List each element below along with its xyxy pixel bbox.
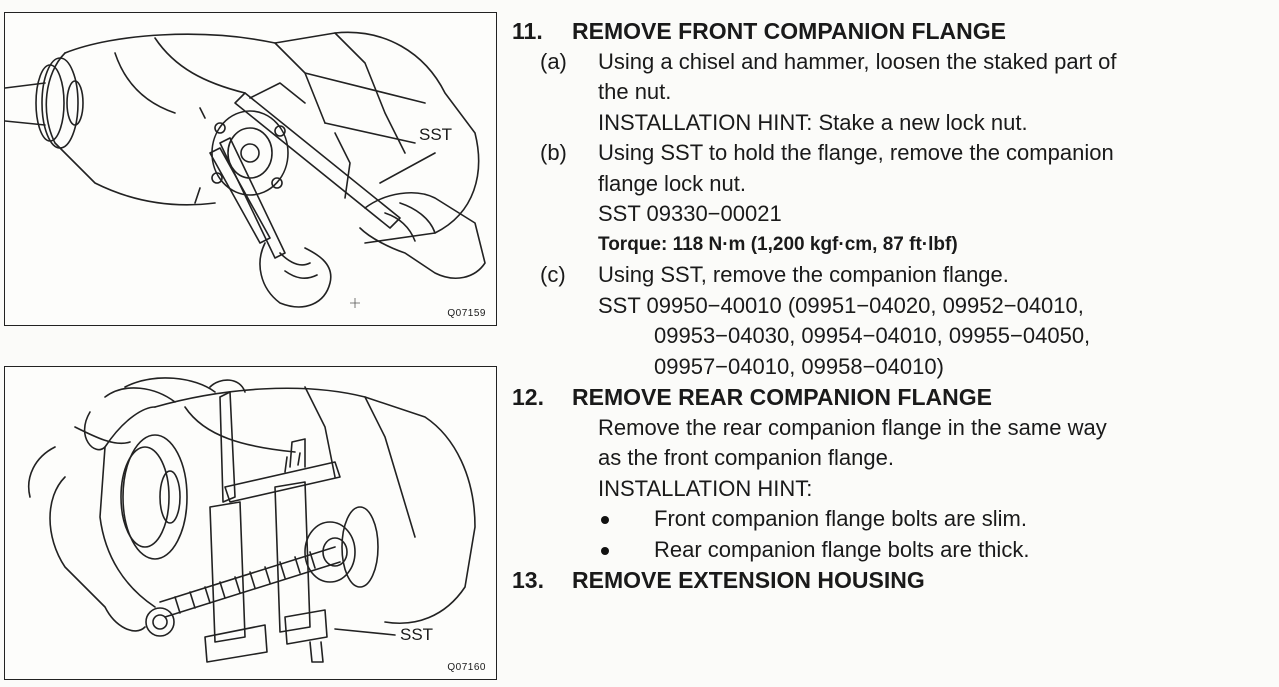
- procedure-text: 11.REMOVE FRONT COMPANION FLANGE (a) Usi…: [510, 16, 1275, 596]
- sst-number-continued: 09957−04010, 09958−04010): [654, 353, 944, 379]
- step-heading: 12.REMOVE REAR COMPANION FLANGE: [512, 384, 992, 410]
- substep-text-line: flange lock nut.: [598, 170, 746, 196]
- step-heading: 13.REMOVE EXTENSION HOUSING: [512, 567, 925, 593]
- step-body-line: Remove the rear companion flange in the …: [598, 414, 1107, 440]
- substep-a: (a) Using a chisel and hammer, loosen th…: [540, 48, 1117, 74]
- bullet-item: Front companion flange bolts are slim.: [510, 504, 1275, 535]
- step-body-line: as the front companion flange.: [598, 445, 894, 470]
- substep-c: (c) Using SST, remove the companion flan…: [540, 262, 1009, 287]
- bullet-icon: [601, 546, 609, 555]
- figure-id-label: Q07159: [447, 308, 486, 319]
- bullet-item: Rear companion flange bolts are thick.: [510, 535, 1275, 566]
- sst-number: SST 09330−00021: [598, 201, 782, 226]
- sst-number: SST 09950−40010 (09951−04020, 09952−0401…: [598, 292, 1084, 318]
- bullet-icon: [601, 516, 609, 524]
- substep-text-line: the nut.: [598, 79, 672, 104]
- illustration-rear-flange: [28, 377, 476, 663]
- sst-callout-label: SST: [419, 125, 453, 144]
- illustration-front-flange: [5, 31, 486, 308]
- substep-b: (b) Using SST to hold the flange, remove…: [540, 140, 1114, 165]
- figure-rear-flange: SST Q07160: [4, 366, 497, 680]
- torque-spec: Torque: 118 N·m (1,200 kgf·cm, 87 ft·lbf…: [598, 233, 958, 255]
- installation-hint: INSTALLATION HINT:: [598, 475, 813, 501]
- sst-number-continued: 09953−04030, 09954−04010, 09955−04050,: [654, 323, 1091, 348]
- installation-hint: INSTALLATION HINT: Stake a new lock nut.: [598, 109, 1028, 135]
- figure-id-label: Q07160: [447, 662, 486, 673]
- figure-front-flange: SST Q07159: [4, 12, 497, 326]
- step-heading: 11.REMOVE FRONT COMPANION FLANGE: [512, 18, 1007, 44]
- sst-callout-label: SST: [400, 625, 434, 644]
